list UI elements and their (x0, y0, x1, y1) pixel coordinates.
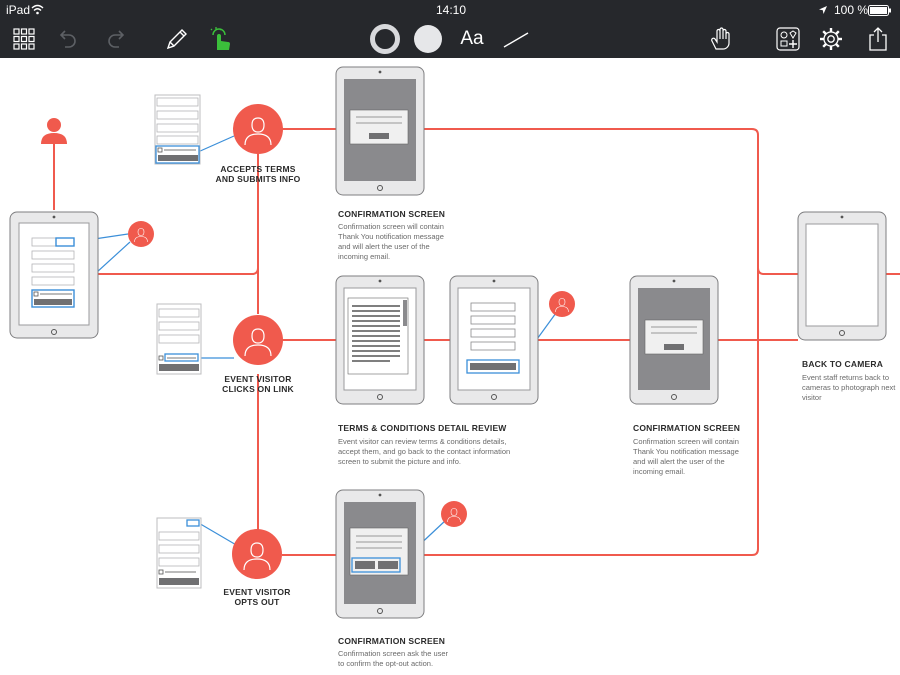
title-back-to-camera: BACK TO CAMERA (802, 359, 884, 369)
title-terms: TERMS & CONDITIONS DETAIL REVIEW (338, 423, 507, 433)
status-bar: iPad 14:10 100 % (0, 0, 900, 20)
text-tool[interactable]: Aa (456, 20, 488, 58)
stroke-color-button[interactable] (368, 20, 402, 58)
undo-button[interactable] (58, 20, 78, 58)
tablet-terms (335, 275, 425, 405)
flow-connectors (53, 128, 900, 556)
line-icon (503, 32, 529, 48)
text-icon: Aa (460, 28, 484, 49)
tablet-camera (797, 211, 887, 341)
pencil-tool[interactable] (164, 20, 190, 58)
user-icon (41, 118, 67, 144)
flow-canvas[interactable]: ACCEPTS TERMS AND SUBMITS INFO EVENT VIS… (0, 58, 900, 675)
grid-button[interactable] (12, 20, 36, 58)
stroke-ring-icon (370, 24, 400, 54)
pan-tool[interactable] (708, 20, 734, 58)
shape-library-button[interactable] (774, 20, 802, 58)
fill-circle-icon (414, 25, 442, 53)
share-button[interactable] (866, 20, 890, 58)
settings-button[interactable] (818, 20, 844, 58)
title-confirmation-2: CONFIRMATION SCREEN (633, 423, 741, 433)
desc-terms: Event visitor can review terms & conditi… (338, 437, 511, 466)
small-avatar-2 (549, 291, 575, 317)
touch-select-tool[interactable] (208, 20, 234, 58)
undo-icon (59, 30, 76, 48)
clock: 14:10 (436, 3, 467, 17)
fill-color-button[interactable] (412, 20, 444, 58)
tablet-form (9, 211, 99, 339)
tablet-form-2 (449, 275, 539, 405)
avatar-clicks (233, 315, 283, 365)
label-accepts-terms: ACCEPTS TERMS AND SUBMITS INFO (215, 164, 301, 184)
title-confirmation-3: CONFIRMATION SCREEN (338, 636, 446, 646)
grid-icon (13, 28, 35, 50)
flow-diagram (9, 66, 900, 619)
toolbar: Aa (0, 20, 900, 58)
line-tool[interactable] (502, 20, 530, 58)
desc-back-to-camera: Event staff returns back to cameras to p… (802, 373, 896, 402)
tablet-confirmation-3 (335, 489, 425, 619)
settings-icon (820, 28, 842, 50)
desc-confirmation-1: Confirmation screen will contain Thank Y… (338, 222, 444, 261)
tablet-confirmation-1 (335, 66, 425, 196)
location-arrow-icon (819, 6, 827, 14)
wifi-icon (31, 4, 44, 15)
small-avatar-1 (128, 221, 154, 247)
desc-confirmation-2: Confirmation screen will contain Thank Y… (633, 437, 739, 476)
redo-icon (108, 30, 125, 48)
mini-form-3 (156, 517, 202, 589)
title-confirmation-1: CONFIRMATION SCREEN (338, 209, 446, 219)
pencil-icon (166, 29, 187, 50)
mini-form-1 (154, 94, 201, 165)
share-icon (869, 27, 887, 51)
label-opts-out: EVENT VISITOR OPTS OUT (223, 587, 291, 607)
tablet-confirmation-2 (629, 275, 719, 405)
desc-confirmation-3: Confirmation screen ask the user to conf… (338, 649, 449, 668)
shape-library-icon (776, 27, 800, 51)
battery-icon (868, 5, 891, 16)
avatar-optsout (232, 529, 282, 579)
small-avatar-3 (441, 501, 467, 527)
mini-form-2 (156, 303, 202, 375)
label-visitor-clicks: EVENT VISITOR CLICKS ON LINK (222, 374, 294, 394)
hand-icon (711, 27, 730, 50)
battery-percent: 100 % (834, 3, 869, 17)
touch-select-icon (210, 27, 230, 50)
device-name: iPad (6, 3, 31, 17)
redo-button[interactable] (106, 20, 126, 58)
avatar-accepts (233, 104, 283, 154)
